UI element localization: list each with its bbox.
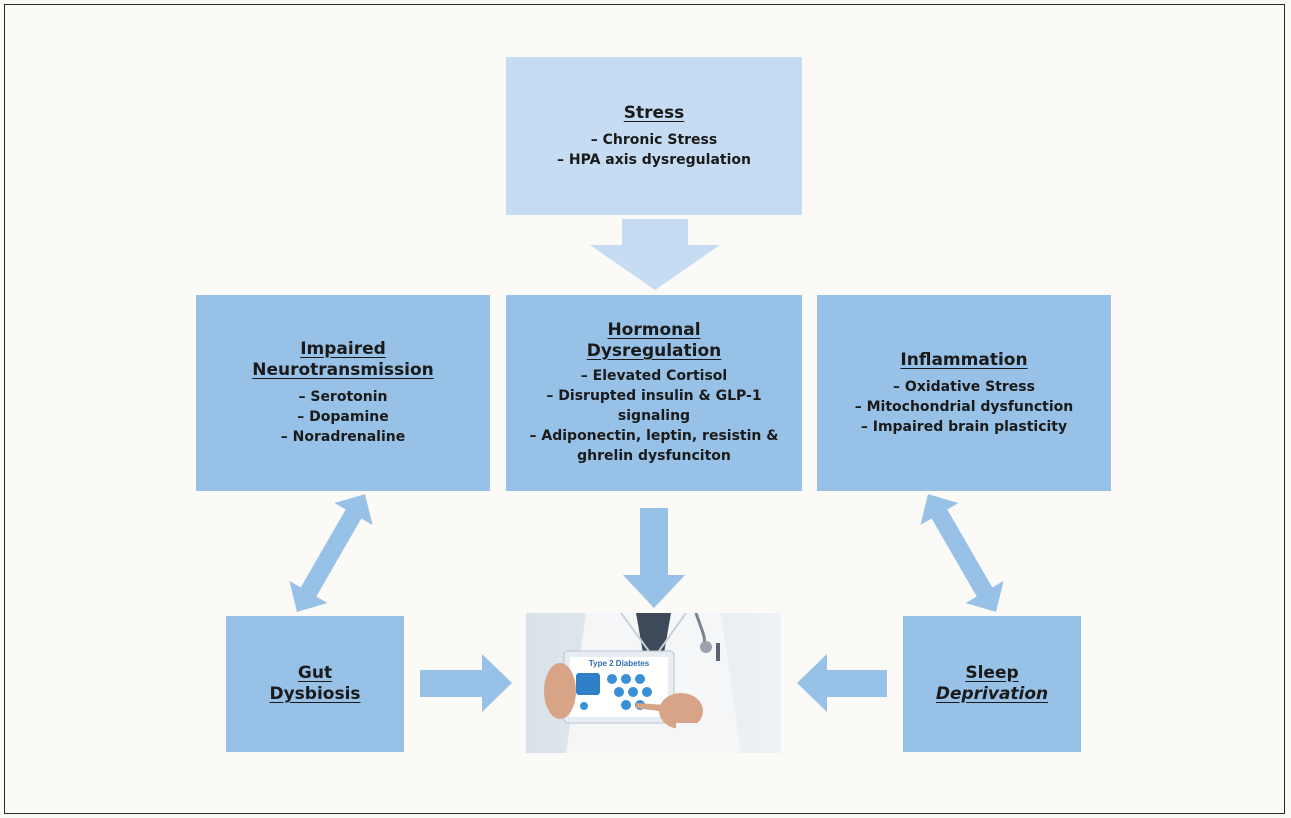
stress-box: Stress – Chronic Stress – HPA axis dysre… [506, 57, 802, 215]
hormonal-item-cortisol: – Elevated Cortisol [580, 368, 728, 384]
gut-dysbiosis-title: Gut Dysbiosis [269, 663, 360, 705]
neuro-item-serotonin: – Serotonin [298, 389, 388, 405]
stress-item-hpa: – HPA axis dysregulation [557, 151, 751, 168]
doctor-tablet-illustration: Type 2 Diabetes [526, 613, 781, 753]
neuro-item-noradrenaline: – Noradrenaline [280, 429, 406, 445]
sleep-title-line1: Sleep [965, 663, 1019, 683]
hormonal-box: Hormonal Dysregulation – Elevated Cortis… [506, 295, 802, 491]
arrow-neuro-gut-bidirectional [289, 494, 373, 612]
arrow-stress-to-hormonal [590, 219, 720, 290]
hormonal-item-adipokines-cont: ghrelin dysfunciton [577, 448, 731, 464]
hormonal-item-insulin-cont: signaling [617, 408, 691, 424]
hormonal-item-insulin: – Disrupted insulin & GLP-1 [546, 388, 762, 404]
arrow-inflammation-sleep-bidirectional [920, 494, 1004, 612]
tablet-label: Type 2 Diabetes [589, 659, 650, 668]
gut-dysbiosis-box: Gut Dysbiosis [226, 616, 404, 752]
neurotransmission-title-line2: Neurotransmission [252, 360, 434, 380]
sleep-title-line2: Deprivation [935, 684, 1049, 704]
inflammation-item-plasticity: – Impaired brain plasticity [860, 418, 1068, 435]
neurotransmission-title-line1: Impaired [300, 339, 386, 359]
sleep-deprivation-title: Sleep Deprivation [936, 663, 1048, 705]
gut-title-line2: Dysbiosis [269, 684, 361, 704]
inflammation-box: Inflammation – Oxidative Stress – Mitoch… [817, 295, 1111, 491]
inflammation-item-oxidative: – Oxidative Stress [893, 378, 1035, 395]
hormonal-item-adipokines: – Adiponectin, leptin, resistin & [529, 428, 779, 444]
neurotransmission-title: Impaired Neurotransmission [252, 339, 434, 381]
arrow-hormonal-to-diabetes [623, 508, 685, 608]
stress-item-chronic: – Chronic Stress [590, 131, 718, 148]
hormonal-title-line2: Dysregulation [586, 341, 722, 361]
arrow-gut-to-diabetes [420, 654, 512, 712]
tablet-device: Type 2 Diabetes [563, 650, 675, 724]
neuro-item-dopamine: – Dopamine [297, 409, 389, 425]
hormonal-title: Hormonal Dysregulation [587, 320, 722, 362]
inflammation-item-mitochondrial: – Mitochondrial dysfunction [854, 398, 1074, 415]
hormonal-title-line1: Hormonal [607, 320, 701, 340]
stress-title: Stress [623, 102, 685, 123]
arrow-sleep-to-diabetes [797, 654, 887, 712]
doctor-tablet-photo: Type 2 Diabetes [526, 613, 781, 753]
sleep-deprivation-box: Sleep Deprivation [903, 616, 1081, 752]
inflammation-title: Inflammation [900, 349, 1028, 370]
neurotransmission-box: Impaired Neurotransmission – Serotonin –… [196, 295, 490, 491]
gut-title-line1: Gut [297, 663, 333, 683]
